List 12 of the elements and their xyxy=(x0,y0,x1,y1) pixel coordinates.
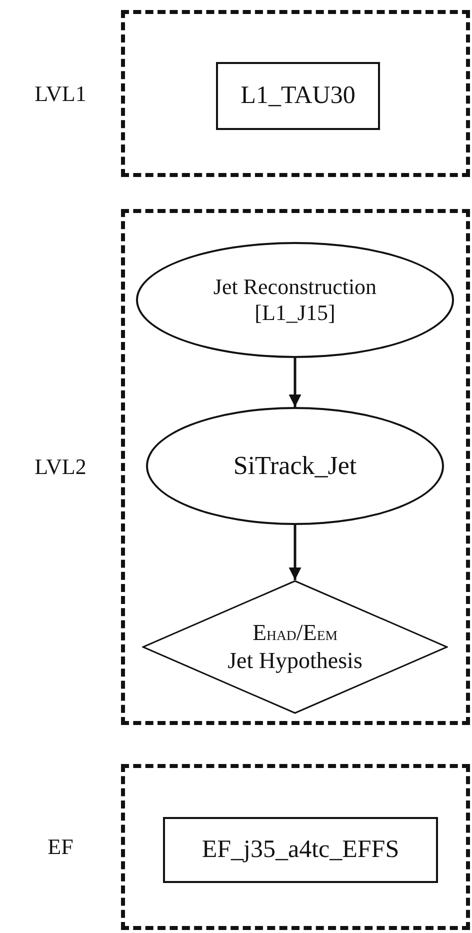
process-box xyxy=(216,62,380,130)
node-label: Jet Reconstruction [L1_J15] xyxy=(212,274,378,326)
level-label: LVL2 xyxy=(34,454,88,480)
arrow xyxy=(288,525,302,580)
node-label: L1_TAU30 xyxy=(240,81,356,111)
node-label: Jet Hypothesis xyxy=(228,647,362,675)
process-box xyxy=(163,817,438,883)
node-label: EF_j35_a4tc_EFFS xyxy=(202,835,400,865)
level-label: EF xyxy=(46,834,74,860)
level-label: LVL1 xyxy=(34,80,88,106)
arrow xyxy=(288,358,302,407)
node-label: SiTrack_Jet xyxy=(233,450,357,482)
